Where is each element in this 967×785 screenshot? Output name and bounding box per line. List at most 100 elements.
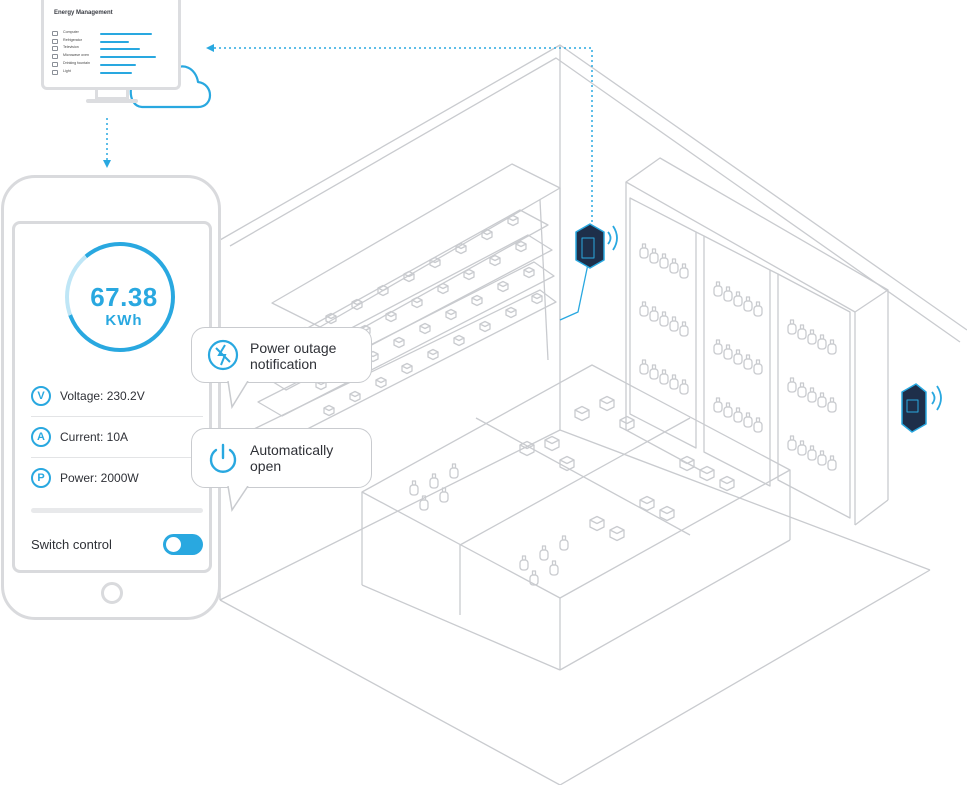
bottle-cap — [681, 321, 687, 327]
product-box-side — [375, 380, 387, 389]
product-box — [505, 306, 517, 314]
fridge-bottles — [639, 243, 837, 471]
bottle — [649, 310, 659, 322]
bottle-cap — [819, 334, 825, 340]
bottle-cap — [755, 417, 761, 423]
metric-voltage: V Voltage: 230.2V — [31, 386, 203, 408]
monitor-row-label: Microwave oven — [63, 53, 89, 58]
bottle-cap — [715, 339, 721, 345]
bottle-cap — [641, 301, 647, 307]
callout-tail — [227, 381, 249, 410]
product-box-side — [507, 218, 519, 227]
callout-auto-open: Automatically open — [191, 428, 372, 488]
refrigerator-icon — [52, 38, 58, 44]
power-outage-text: Power outage notification — [250, 340, 337, 372]
product-box-side — [325, 316, 337, 325]
bottle-cap — [725, 286, 731, 292]
monitor-row: Drinking fountain — [52, 60, 176, 68]
smartphone: 67.38 KWh V Voltage: 230.2V A Current: 1… — [1, 175, 221, 620]
voltage-label: Voltage: 230.2V — [60, 389, 145, 403]
home-button[interactable] — [101, 582, 123, 604]
bottle-cap — [641, 359, 647, 365]
bottle-cap — [681, 379, 687, 385]
product-box — [393, 336, 405, 344]
product-box — [401, 362, 413, 370]
bottle-cap — [411, 480, 417, 486]
bottle-cap — [809, 445, 815, 451]
bottle — [787, 381, 797, 393]
product-box — [419, 322, 431, 330]
product-box-side — [574, 410, 590, 422]
product-box-side — [639, 500, 655, 512]
bottle-cap — [735, 291, 741, 297]
product-box-side — [679, 460, 695, 472]
product-box-side — [385, 314, 397, 323]
bottle — [649, 252, 659, 264]
usage-bar — [100, 33, 152, 35]
product-box-side — [411, 300, 423, 309]
product-box-side — [315, 382, 327, 391]
bottle — [449, 467, 459, 479]
monitor-row-label: Computer — [63, 30, 79, 34]
product-box-side — [515, 244, 527, 253]
bottle — [807, 391, 817, 403]
product-box-side — [437, 286, 449, 295]
power-icon: P — [31, 468, 51, 488]
bottle-cap — [789, 377, 795, 383]
bottle — [639, 247, 649, 259]
bottle — [669, 378, 679, 390]
product-box-side — [481, 232, 493, 241]
freezers — [361, 364, 791, 671]
bottle — [797, 328, 807, 340]
product-box — [479, 320, 491, 328]
bottle — [723, 290, 733, 302]
device-cable — [559, 263, 589, 321]
power-button-icon — [209, 443, 237, 473]
bottle — [679, 383, 689, 395]
bottle — [827, 459, 837, 471]
bottle — [743, 300, 753, 312]
switch-control-toggle[interactable] — [163, 534, 203, 555]
product-box — [589, 515, 605, 525]
shelf-unit — [251, 163, 561, 470]
bottle — [807, 333, 817, 345]
bottle — [817, 338, 827, 350]
usage-bar — [100, 56, 157, 59]
usage-bar — [100, 40, 129, 43]
product-box — [471, 294, 483, 302]
product-box-side — [659, 510, 675, 522]
callout-power-outage: Power outage notification — [191, 327, 372, 383]
smart-plug-device-2 — [901, 383, 927, 433]
bottle — [753, 421, 763, 433]
product-box — [325, 312, 337, 320]
bottle-cap — [755, 301, 761, 307]
bottle — [817, 454, 827, 466]
bottle-cap — [681, 263, 687, 269]
bottle-cap — [735, 349, 741, 355]
bottle — [733, 353, 743, 365]
monitor-row-label: Drinking fountain — [63, 60, 90, 65]
bottle — [639, 305, 649, 317]
bottle-cap — [451, 463, 457, 469]
bottle — [753, 305, 763, 317]
product-box-side — [445, 312, 457, 321]
monitor-row-label: Television — [63, 45, 79, 50]
product-box — [497, 280, 509, 288]
product-box-side — [519, 445, 535, 457]
bottle — [679, 267, 689, 279]
product-box — [453, 334, 465, 342]
microwave-icon — [52, 54, 58, 60]
bottle-cap — [745, 412, 751, 418]
metric-current: A Current: 10A — [31, 427, 203, 449]
product-box-side — [471, 298, 483, 307]
product-box — [427, 348, 439, 356]
bottle — [519, 559, 529, 571]
bottle — [659, 315, 669, 327]
product-box-side — [719, 480, 735, 492]
bottle-cap — [541, 545, 547, 551]
bottle — [743, 416, 753, 428]
bottle-cap — [755, 359, 761, 365]
bottle — [797, 444, 807, 456]
